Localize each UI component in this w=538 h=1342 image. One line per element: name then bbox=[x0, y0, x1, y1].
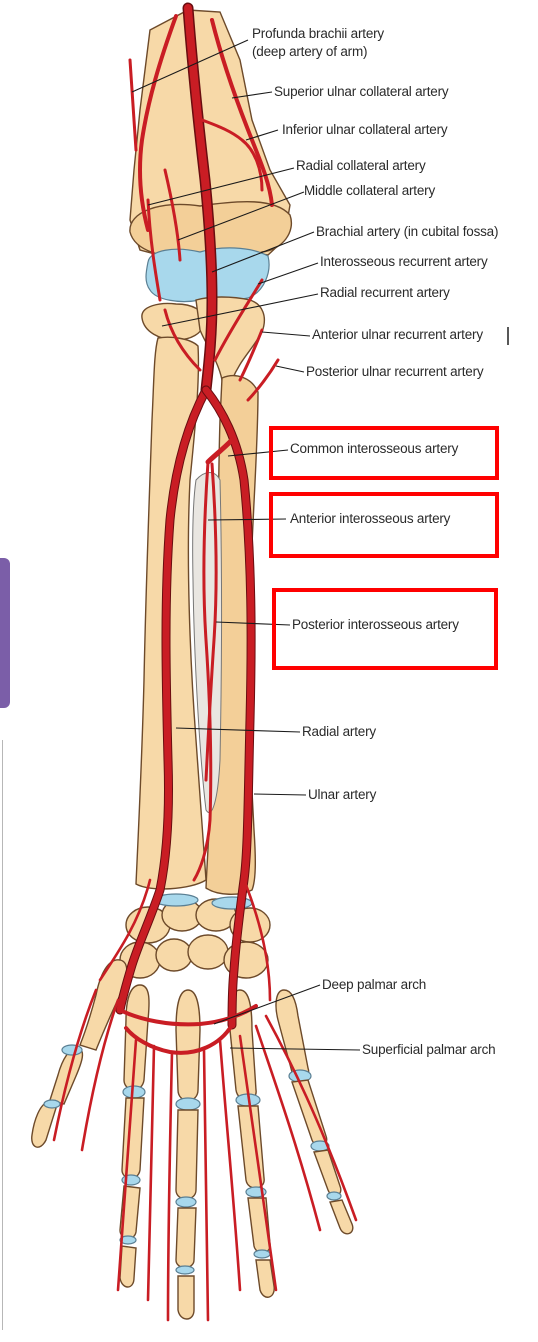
label-anterior-interosseous: Anterior interosseous artery bbox=[290, 511, 451, 526]
label-posterior-interosseous: Posterior interosseous artery bbox=[292, 617, 459, 632]
label-anterior-ulnar-recurrent: Anterior ulnar recurrent artery bbox=[312, 327, 483, 342]
label-superior-ulnar-collateral: Superior ulnar collateral artery bbox=[274, 84, 449, 99]
highlight-boxes bbox=[271, 428, 497, 668]
label-superficial-palmar-arch: Superficial palmar arch bbox=[362, 1042, 495, 1057]
label-posterior-ulnar-recurrent: Posterior ulnar recurrent artery bbox=[306, 364, 484, 379]
label-radial-artery: Radial artery bbox=[302, 724, 376, 739]
label-middle-collateral: Middle collateral artery bbox=[304, 183, 435, 198]
label-common-interosseous: Common interosseous artery bbox=[290, 441, 459, 456]
label-profunda-brachii-line2: (deep artery of arm) bbox=[252, 44, 367, 59]
finger-bones bbox=[120, 985, 353, 1319]
label-interosseous-recurrent: Interosseous recurrent artery bbox=[320, 254, 488, 269]
label-deep-palmar-arch: Deep palmar arch bbox=[322, 977, 426, 992]
label-inferior-ulnar-collateral: Inferior ulnar collateral artery bbox=[282, 122, 448, 137]
label-profunda-brachii-line1: Profunda brachii artery bbox=[252, 26, 384, 41]
bones bbox=[32, 10, 353, 1319]
label-radial-collateral: Radial collateral artery bbox=[296, 158, 426, 173]
label-brachial-artery: Brachial artery (in cubital fossa) bbox=[316, 224, 498, 239]
thumb-bones bbox=[32, 960, 127, 1147]
label-radial-recurrent: Radial recurrent artery bbox=[320, 285, 450, 300]
label-ulnar-artery: Ulnar artery bbox=[308, 787, 377, 802]
labels: Profunda brachii artery (deep artery of … bbox=[252, 26, 508, 1057]
